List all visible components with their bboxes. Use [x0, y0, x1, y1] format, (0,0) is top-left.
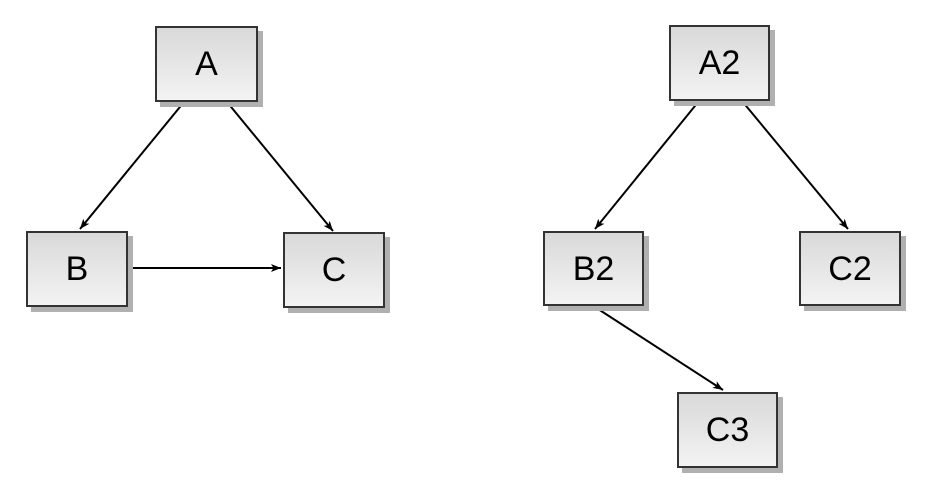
node-label: C2 [828, 249, 872, 288]
node-B2[interactable]: B2 [543, 231, 644, 306]
node-A2[interactable]: A2 [669, 25, 770, 101]
node-label: A [195, 45, 218, 83]
node-label: C3 [705, 411, 750, 449]
node-C2[interactable]: C2 [799, 231, 901, 306]
edge-A-B[interactable] [79, 101, 185, 230]
node-label: C [321, 251, 347, 289]
edge-A2-B2[interactable] [594, 100, 700, 230]
node-C3[interactable]: C3 [677, 392, 778, 468]
edge-A-C[interactable] [226, 101, 334, 232]
edge-A2-C2[interactable] [741, 100, 849, 230]
node-label: B2 [572, 249, 615, 288]
edge-B2-C3[interactable] [594, 306, 724, 391]
node-B[interactable]: B [26, 231, 128, 307]
node-label: B [65, 250, 89, 288]
node-label: A2 [698, 44, 741, 82]
edges-group [79, 100, 849, 391]
node-A[interactable]: A [155, 26, 258, 102]
node-C[interactable]: C [283, 232, 385, 308]
